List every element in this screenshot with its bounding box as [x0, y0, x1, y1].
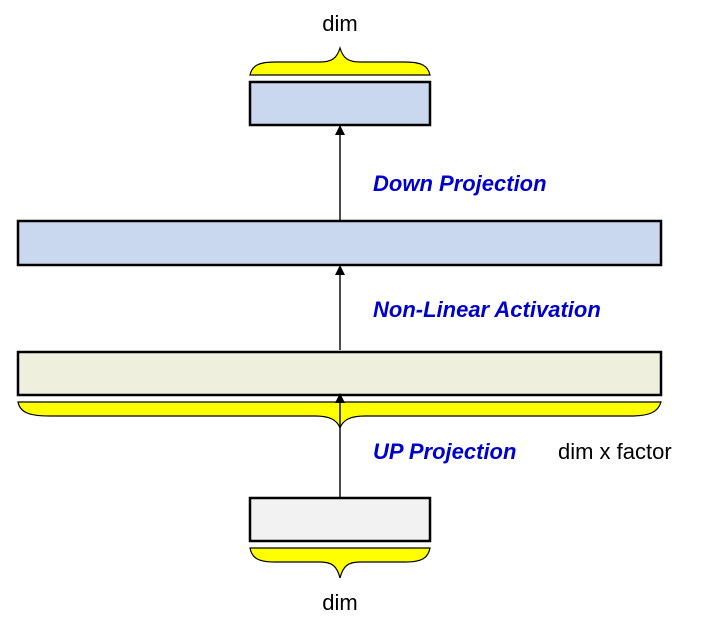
down-projection-label: Down Projection: [373, 171, 547, 196]
up-projection-label: UP Projection: [373, 439, 516, 464]
activation-label: Non-Linear Activation: [373, 297, 601, 322]
output-box: [248, 80, 432, 127]
top-dim-brace: [249, 45, 431, 76]
input-box: [248, 496, 432, 543]
wide-dim-label: dim x factor: [558, 439, 672, 464]
activated-box: [16, 219, 663, 267]
bottom-dim-label: dim: [322, 590, 357, 615]
top-dim-label: dim: [322, 11, 357, 36]
hidden-box: [16, 350, 663, 397]
bottom-dim-brace: [249, 547, 431, 579]
